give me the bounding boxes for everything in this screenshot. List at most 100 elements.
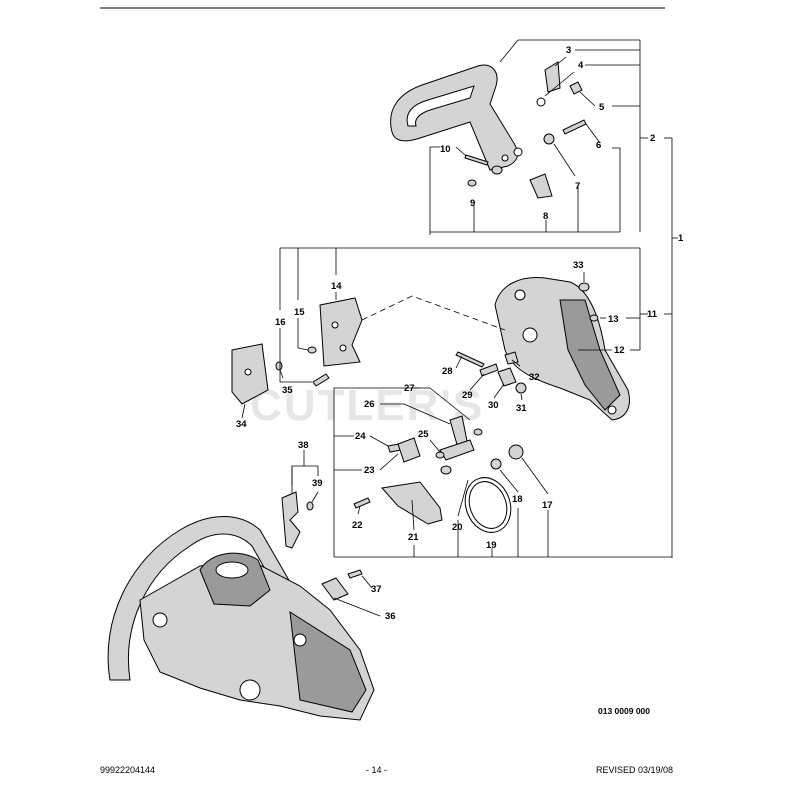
hand-guard-window: [406, 85, 475, 127]
leader-37: [361, 575, 373, 589]
callout-26: 26: [364, 399, 375, 410]
leader-10-part: [455, 146, 467, 157]
pin-part-28: [455, 351, 485, 368]
bushing-part-36: [321, 577, 349, 601]
leader-26-part: [403, 403, 451, 425]
callout-6: 6: [596, 140, 601, 151]
cover-lower-hole: [607, 405, 617, 415]
pin-part-10: [464, 154, 489, 166]
callout-4: 4: [578, 60, 584, 71]
leader-24-part: [369, 435, 389, 447]
bar-stud-hole: [293, 633, 307, 647]
screw-part-22: [353, 497, 371, 509]
callout-12: 12: [614, 345, 625, 356]
footer-part-number: 99922204144: [100, 765, 156, 775]
screw-part-6: [562, 119, 587, 135]
callout-10: 10: [440, 144, 451, 155]
bracket-part-3: [544, 61, 561, 93]
cover-upper-hole: [514, 289, 526, 301]
leader-39: [311, 491, 319, 503]
leader-30: [493, 383, 505, 399]
part-30: [497, 367, 517, 387]
leader-28: [455, 355, 463, 369]
callout-25: 25: [418, 429, 429, 440]
callout-34: 34: [236, 419, 247, 430]
leader-17: [521, 457, 549, 495]
leader-10: [429, 146, 440, 235]
hand-guard-part: [390, 64, 518, 171]
screw-part-35: [275, 361, 283, 371]
spring-part-7: [543, 133, 555, 145]
group-19-box-left: [333, 387, 420, 557]
callout-17: 17: [542, 500, 553, 511]
screw-part-15: [307, 346, 317, 354]
nut-part-33: [578, 282, 590, 292]
callout-19: 19: [486, 540, 497, 551]
body-mount-hole: [152, 612, 168, 628]
brake-parts-group: [333, 351, 672, 558]
screw-part-39: [306, 501, 314, 511]
leader-34: [241, 403, 246, 419]
brake-band-inner: [468, 481, 508, 529]
callout-24: 24: [355, 431, 366, 442]
leader-25-part: [429, 439, 441, 453]
callout-18: 18: [512, 494, 523, 505]
part-31: [515, 382, 527, 394]
plate-14-hole-2: [339, 344, 347, 352]
plate-34-hole: [244, 368, 252, 376]
cover-stud-hole: [522, 327, 538, 343]
leader-36: [333, 597, 381, 617]
bracket-part-38: [281, 491, 301, 549]
callout-32: 32: [529, 372, 540, 383]
callout-11: 11: [647, 309, 658, 320]
guard-pivot-hole-2: [501, 154, 509, 162]
callout-2: 2: [650, 133, 655, 144]
screw-part-16: [312, 373, 330, 387]
callout-20: 20: [452, 522, 463, 533]
callout-33: 33: [573, 260, 584, 271]
callout-15: 15: [294, 307, 305, 318]
part-36-group: [321, 569, 381, 617]
cover-side-panel: [559, 299, 621, 411]
callout-5: 5: [599, 102, 605, 113]
drawing-number: 013 0009 000: [598, 706, 650, 716]
callout-36: 36: [385, 611, 396, 622]
part-24: [397, 437, 421, 463]
callout-13: 13: [608, 314, 619, 325]
bushing-part: [491, 165, 503, 175]
guide-plates-group: [231, 292, 363, 419]
callout-labels: 3 4 5 2 6 10 7 9 8 1 33 14 15 11 13 16 1…: [236, 45, 684, 622]
guard-pivot-hole: [513, 147, 523, 157]
callout-30: 30: [488, 400, 499, 411]
part-29: [479, 363, 499, 377]
plate-14-hole-1: [331, 321, 339, 329]
sprocket-hub: [239, 679, 261, 701]
washer-part-4: [536, 97, 546, 107]
washer-part-18: [490, 458, 502, 470]
callout-31: 31: [516, 403, 527, 414]
leader-3-part: [554, 56, 567, 67]
leader-6: [612, 147, 621, 232]
callout-23: 23: [364, 465, 375, 476]
power-head-group: [107, 516, 375, 721]
callout-21: 21: [408, 532, 419, 543]
footer-page-number: - 14 -: [366, 765, 388, 775]
leader-18: [499, 469, 519, 493]
screw-part-13: [589, 314, 599, 322]
footer-revised-date: REVISED 03/19/08: [596, 765, 674, 775]
screw-part-37: [347, 569, 363, 579]
part-25: [435, 451, 445, 459]
leader-7-part: [553, 143, 576, 177]
washer-part-9: [467, 179, 477, 187]
leader-31: [520, 393, 523, 401]
leader-22: [357, 505, 361, 515]
leader-15-part: [297, 347, 309, 351]
callout-1: 1: [678, 233, 684, 244]
callout-39: 39: [312, 478, 323, 489]
leader-21: [411, 499, 415, 531]
callout-16: 16: [275, 317, 286, 328]
leader-20: [457, 479, 469, 517]
leader-35: [279, 369, 284, 379]
